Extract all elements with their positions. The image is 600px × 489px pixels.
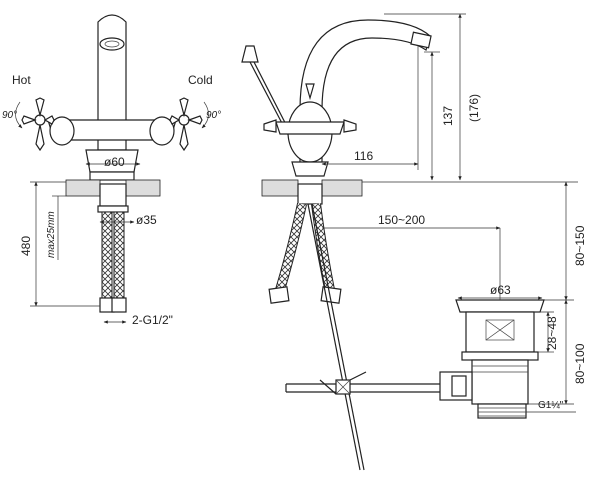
- drain-tail-label: 80~100: [573, 343, 587, 384]
- side-view: [241, 13, 578, 471]
- body-diameter-label: ø60: [104, 155, 125, 169]
- shank-diameter-label: ø35: [136, 213, 157, 227]
- drain-thread-label: G1¼": [538, 399, 564, 411]
- front-view: [15, 14, 209, 324]
- hot-label: Hot: [12, 73, 31, 87]
- cold-label: Cold: [188, 73, 213, 87]
- cold-rotation-label: 90°: [206, 110, 221, 121]
- spout-reach-label: 116: [354, 149, 373, 163]
- drain-depth-label: 80~150: [573, 225, 587, 266]
- hose-thread-label: 2-G1/2": [132, 313, 173, 327]
- cold-handle: [169, 97, 203, 152]
- max-countertop-label: max25mm: [46, 211, 57, 258]
- rod-distance-label: 150~200: [378, 213, 425, 227]
- hot-rotation-label: 90°: [2, 110, 17, 121]
- hot-handle: [21, 97, 55, 152]
- hose-length-label: 480: [19, 236, 33, 256]
- spout-height-label: 137: [441, 106, 455, 126]
- drain-assembly: [439, 299, 545, 419]
- drain-diameter-label: ø63: [490, 283, 511, 297]
- drain-thickness-label: 28~48: [545, 316, 559, 350]
- total-height-label: (176): [467, 94, 481, 122]
